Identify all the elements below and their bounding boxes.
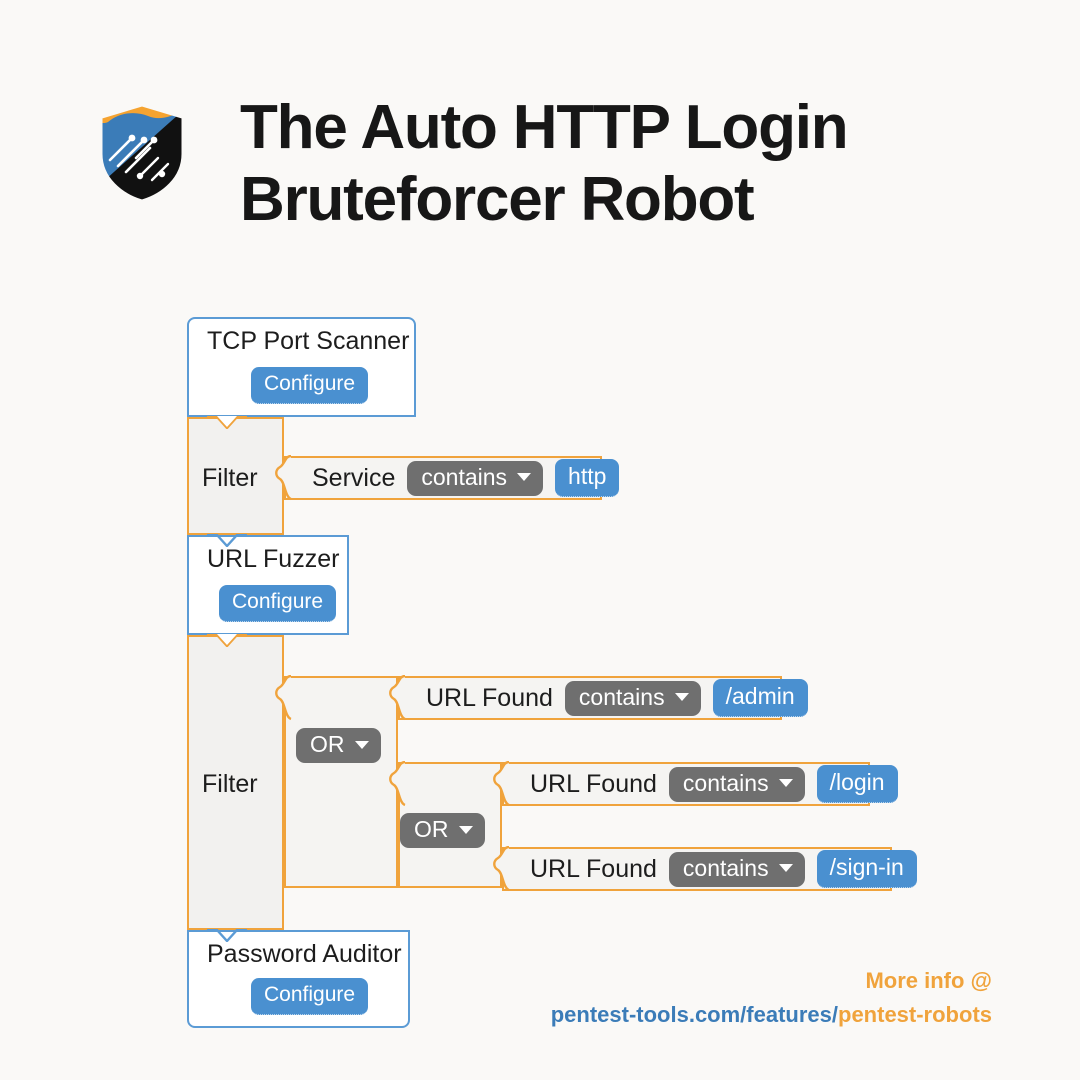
operator-dropdown[interactable]: contains [668, 851, 805, 887]
configure-button-url-fuzzer[interactable]: Configure [219, 585, 337, 622]
footer-url-base: pentest-tools.com/features/ [550, 1002, 838, 1027]
operator-dropdown[interactable]: contains [407, 460, 544, 496]
operator-label: contains [421, 463, 508, 490]
page-title: The Auto HTTP Login Bruteforcer Robot [240, 92, 980, 236]
chevron-down-icon [517, 473, 532, 481]
chevron-down-icon [778, 864, 793, 872]
logic-dropdown-inner[interactable]: OR [400, 813, 485, 848]
or-group-outer [284, 676, 398, 888]
configure-button-password-auditor[interactable]: Configure [251, 978, 369, 1015]
operator-label: contains [682, 769, 769, 796]
logic-label: OR [310, 731, 345, 757]
condition-value[interactable]: /sign-in [816, 850, 917, 888]
puzzle-tab-icon [493, 846, 510, 892]
block-url-fuzzer[interactable]: URL Fuzzer Configure [187, 535, 349, 635]
condition-row-service[interactable]: Service contains http [284, 456, 620, 500]
chevron-down-icon [458, 825, 473, 834]
operator-label: contains [578, 683, 665, 710]
condition-value[interactable]: /admin [712, 679, 808, 717]
condition-field: URL Found [426, 683, 553, 712]
operator-label: contains [682, 854, 769, 881]
block-password-auditor[interactable]: Password Auditor Configure [187, 930, 410, 1028]
block-title: TCP Port Scanner [207, 327, 410, 355]
condition-field: Service [312, 463, 396, 492]
condition-row-login[interactable]: URL Found contains /login [502, 762, 898, 806]
title-line-1: The Auto HTTP Login [240, 93, 849, 162]
operator-dropdown[interactable]: contains [668, 766, 805, 802]
title-line-2: Bruteforcer Robot [240, 164, 755, 234]
puzzle-tab-icon [493, 761, 510, 807]
block-title: Password Auditor [207, 940, 402, 968]
connector-notch-icon [207, 929, 247, 942]
condition-field: URL Found [530, 854, 657, 883]
more-info-label: More info @ [865, 968, 992, 993]
condition-row-admin[interactable]: URL Found contains /admin [398, 676, 808, 720]
puzzle-tab-icon [275, 675, 292, 721]
page-header: The Auto HTTP Login Bruteforcer Robot [96, 93, 976, 276]
logic-dropdown-outer[interactable]: OR [296, 728, 381, 763]
footer-url-path: pentest-robots [838, 1002, 992, 1027]
logic-label: OR [414, 816, 449, 842]
chevron-down-icon [354, 740, 369, 749]
block-filter-url-found[interactable] [187, 635, 284, 930]
footer-url[interactable]: pentest-tools.com/features/pentest-robot… [551, 1002, 992, 1028]
puzzle-tab-icon [389, 761, 406, 807]
filter-label-1: Filter [202, 464, 258, 492]
pentest-tools-shield-logo [96, 102, 188, 202]
block-title: URL Fuzzer [207, 545, 340, 573]
block-tcp-port-scanner[interactable]: TCP Port Scanner Configure [187, 317, 416, 417]
connector-notch-icon [207, 534, 247, 547]
configure-button-tcp-port-scanner[interactable]: Configure [251, 367, 369, 404]
footer: More info @ pentest-tools.com/features/p… [551, 968, 992, 1028]
operator-dropdown[interactable]: contains [564, 680, 701, 716]
condition-value[interactable]: /login [816, 765, 898, 803]
puzzle-tab-icon [275, 455, 292, 501]
condition-row-sign-in[interactable]: URL Found contains /sign-in [502, 847, 917, 891]
connector-notch-icon [207, 634, 247, 647]
filter-label-2: Filter [202, 770, 258, 798]
condition-field: URL Found [530, 769, 657, 798]
chevron-down-icon [778, 779, 793, 787]
puzzle-tab-icon [389, 675, 406, 721]
condition-value[interactable]: http [555, 459, 620, 497]
chevron-down-icon [674, 693, 689, 701]
connector-notch-icon [207, 416, 247, 429]
